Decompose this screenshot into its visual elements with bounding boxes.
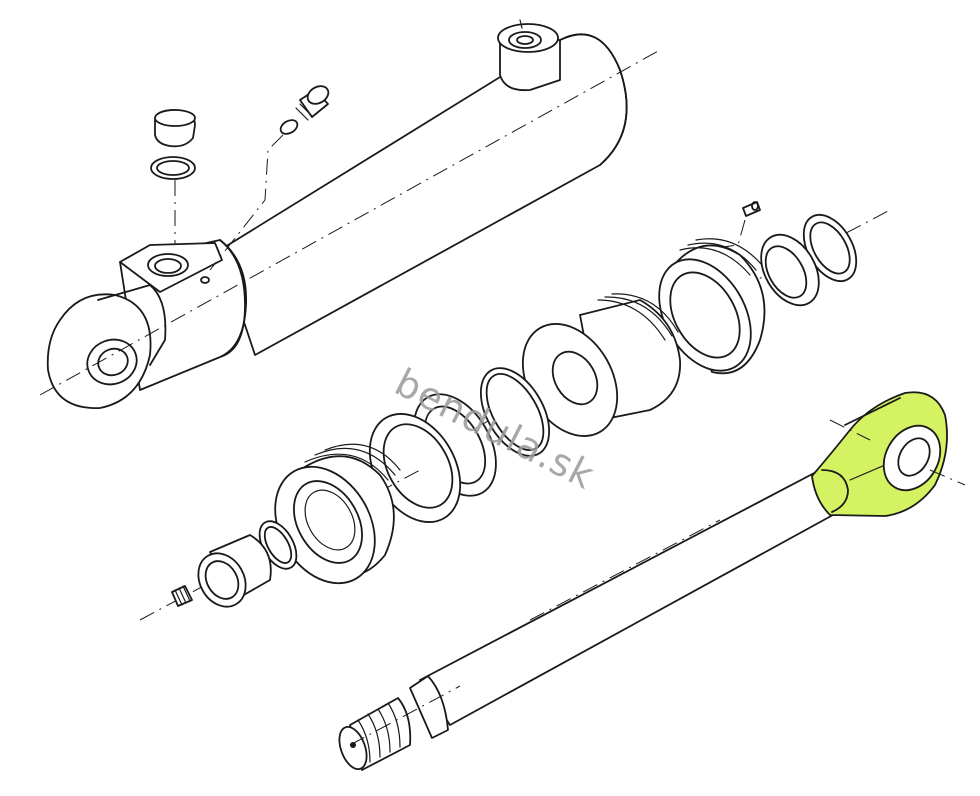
grease-cap [154, 109, 196, 148]
piston-rod [338, 469, 843, 771]
o-ring [150, 156, 196, 180]
screw-axis [209, 134, 284, 271]
seal-ring [760, 233, 820, 307]
piston [274, 443, 401, 585]
roll-pin [699, 201, 761, 251]
set-screw [171, 585, 193, 607]
gland-nut [658, 238, 766, 375]
washer [279, 119, 299, 135]
rod-eye [811, 391, 966, 517]
cylinder-barrel [46, 19, 628, 409]
bleed-screw [295, 85, 330, 121]
rod-guide [521, 293, 681, 437]
bushing [197, 534, 272, 608]
o-ring-small [479, 367, 551, 457]
